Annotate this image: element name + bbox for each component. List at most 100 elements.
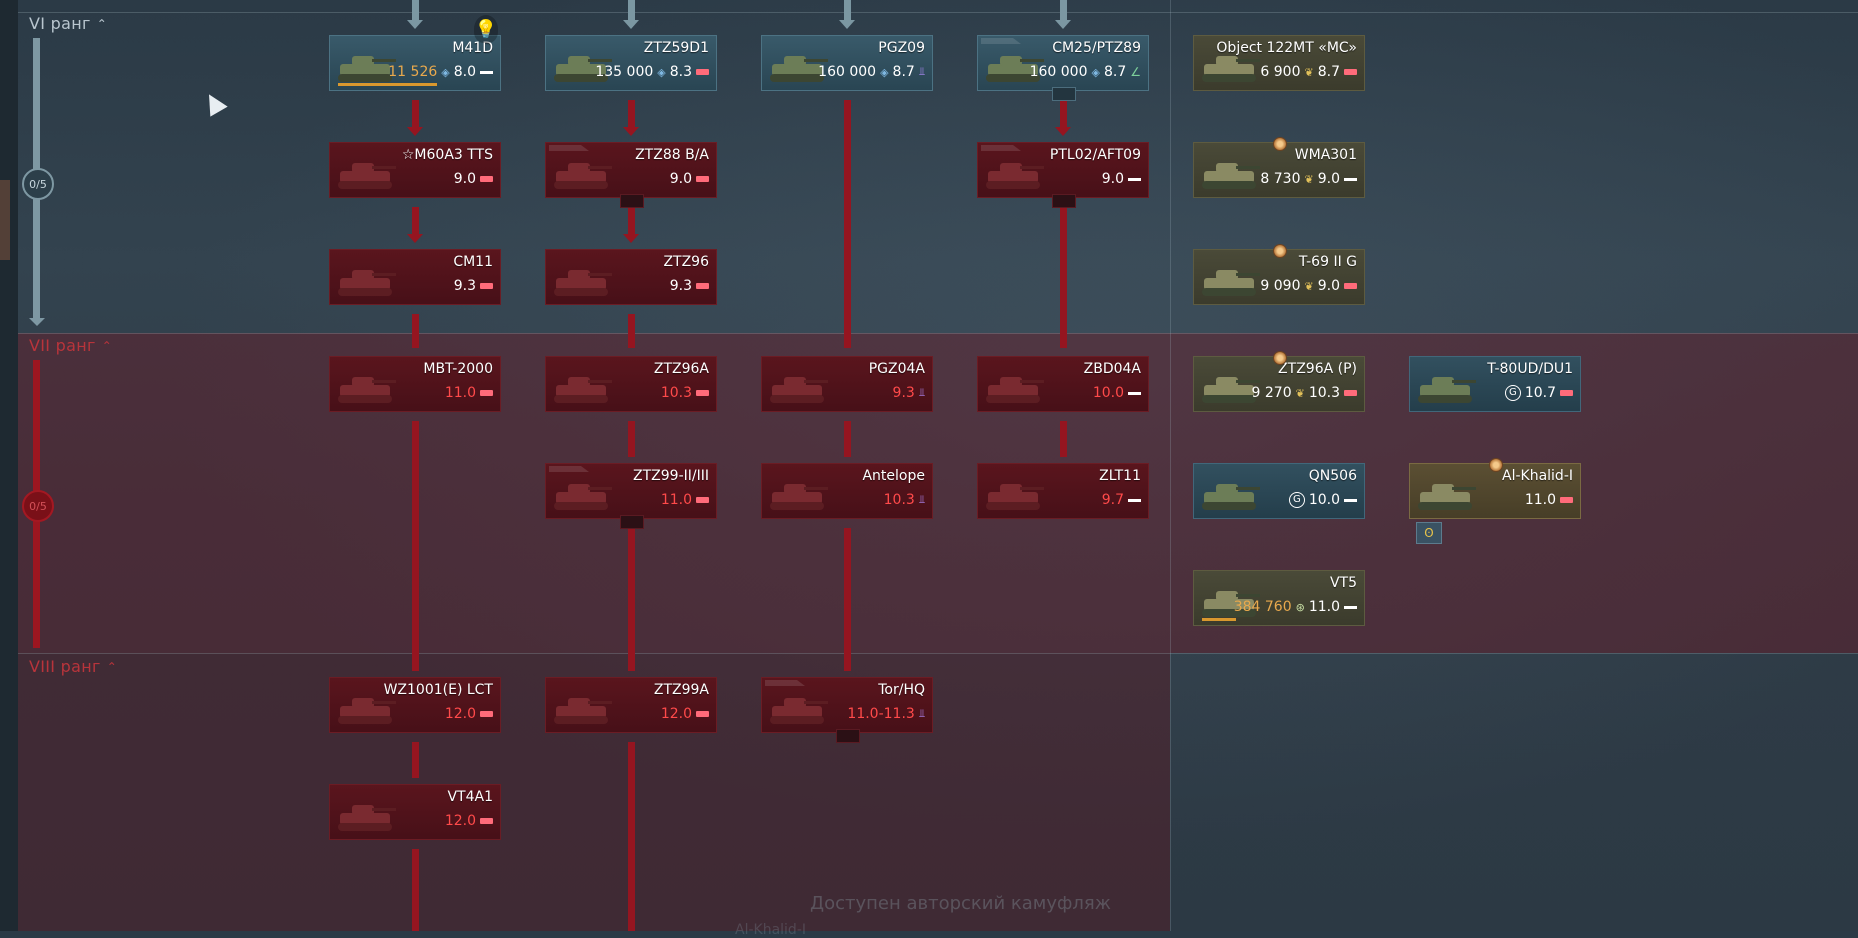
vehicle-meta: 160 000◈8.7∠ — [1030, 64, 1141, 80]
gold-marker-icon[interactable]: ʘ — [1416, 522, 1442, 544]
tree-arrow — [623, 20, 639, 29]
light-tank-icon — [1128, 177, 1141, 181]
tree-connector — [628, 100, 635, 128]
vehicle-thumbnail — [334, 686, 398, 728]
vehicle-thumbnail — [1198, 365, 1262, 407]
rank-vi-label[interactable]: VI ранг⌃ — [29, 14, 107, 33]
vehicle-cost: 6 900 — [1260, 64, 1301, 80]
vehicle-thumbnail — [334, 258, 398, 300]
vehicle-thumbnail — [1414, 472, 1478, 514]
light-tank-icon — [1344, 498, 1357, 502]
vehicle-thumbnail — [550, 472, 614, 514]
vehicle-name: WMA301 — [1294, 147, 1357, 163]
battle-rating: 9.3 — [892, 385, 915, 401]
medium-tank-icon — [480, 283, 493, 289]
tree-connector — [844, 421, 851, 457]
tree-connector — [412, 314, 419, 348]
battle-rating: 9.0 — [1101, 171, 1124, 187]
vehicle-name: M41D — [452, 40, 493, 56]
group-expand-badge[interactable] — [1052, 87, 1076, 101]
tree-arrow — [623, 127, 639, 136]
rank-vi-label-text: VI ранг — [29, 14, 91, 33]
vehicle-thumbnail — [982, 365, 1046, 407]
event-medal-icon — [1273, 244, 1287, 258]
group-tab — [981, 145, 1021, 151]
vehicle-card-ztz96ap[interactable]: ZTZ96A (P) 9 270❦10.3 — [1193, 356, 1365, 412]
light-tank-icon — [480, 70, 493, 74]
group-expand-badge[interactable] — [620, 515, 644, 529]
vehicle-name: PGZ09 — [878, 40, 925, 56]
vehicle-thumbnail — [1414, 365, 1478, 407]
vehicle-name: Object 122MT «MC» — [1216, 40, 1357, 56]
vehicle-meta: 11.0 — [1525, 492, 1573, 508]
vehicle-name: T-69 II G — [1298, 254, 1357, 270]
rank-viii-label[interactable]: VIII ранг⌃ — [29, 657, 117, 676]
vehicle-name: ZTZ99A — [653, 682, 709, 698]
battle-rating: 11.0 — [444, 385, 476, 401]
vehicle-name: ZTZ96 — [663, 254, 709, 270]
vehicle-card-obj122[interactable]: Object 122MT «MC»6 900❦8.7 — [1193, 35, 1365, 91]
chevron-up-icon: ⌃ — [101, 338, 113, 353]
rank-vii-label[interactable]: VII ранг⌃ — [29, 336, 112, 355]
silver-lions-icon: ❦ — [1304, 172, 1314, 186]
vehicle-thumbnail — [766, 365, 830, 407]
vehicle-thumbnail — [550, 365, 614, 407]
group-expand-badge[interactable] — [620, 194, 644, 208]
vehicle-meta: 9.3 — [670, 278, 709, 294]
tree-connector — [1060, 421, 1067, 457]
tree-arrow — [623, 234, 639, 243]
group-tab — [981, 38, 1021, 44]
vehicle-thumbnail — [1198, 151, 1262, 193]
vehicle-cost: 160 000 — [818, 64, 877, 80]
premium-column-divider — [1170, 0, 1171, 931]
vehicle-card-ztz96[interactable]: ZTZ96 9.3 — [545, 249, 717, 305]
vehicle-thumbnail — [766, 472, 830, 514]
tree-arrow — [407, 234, 423, 243]
research-points-icon: ◈ — [880, 65, 889, 79]
medium-tank-icon — [696, 497, 709, 503]
spaa-icon: ⫫ — [918, 493, 925, 506]
tree-connector — [628, 421, 635, 457]
battle-rating: 11.0 — [1308, 599, 1340, 615]
tree-connector — [628, 314, 635, 348]
group-expand-badge[interactable] — [836, 729, 860, 743]
research-points-icon: ◈ — [441, 65, 450, 79]
tree-connector — [1060, 0, 1067, 22]
battle-rating: 11.0-11.3 — [847, 706, 915, 722]
lightbulb-icon[interactable]: 💡 — [474, 15, 498, 43]
battle-rating: 9.0 — [1317, 278, 1340, 294]
vehicle-meta: 135 000◈8.3 — [595, 64, 709, 80]
group-expand-badge[interactable] — [1052, 194, 1076, 208]
vehicle-meta: 9 270❦10.3 — [1252, 385, 1357, 401]
vehicle-name: ZLT11 — [1099, 468, 1141, 484]
vehicle-cost: 8 730 — [1260, 171, 1301, 187]
vehicle-name: ZTZ96A (P) — [1278, 361, 1357, 377]
squadron-points-icon: ⊛ — [1295, 600, 1305, 614]
